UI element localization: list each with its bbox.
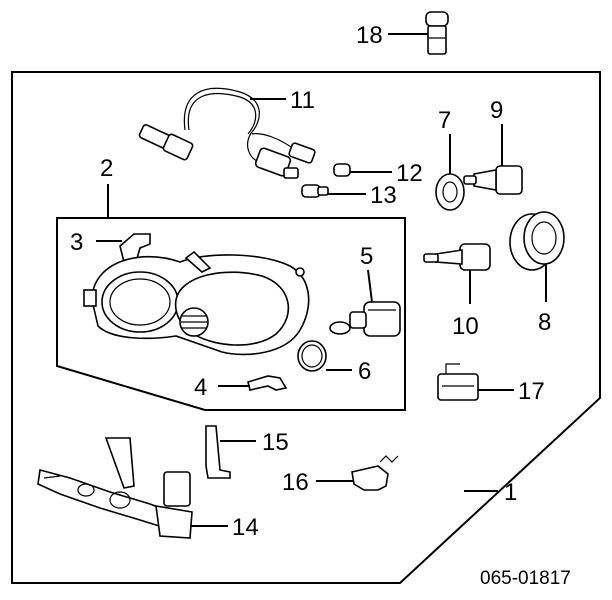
part-8-cover <box>509 211 565 271</box>
callout-17: 17 <box>518 378 545 405</box>
callout-15: 15 <box>262 429 289 456</box>
part-9-bulb <box>463 165 523 195</box>
part-12-bulb <box>333 163 351 177</box>
leader-5 <box>367 269 373 303</box>
assembly-frame <box>11 71 601 584</box>
callout-9: 9 <box>490 97 503 124</box>
callout-6: 6 <box>358 358 371 385</box>
callout-12: 12 <box>396 160 423 187</box>
part-14-actuator <box>37 437 193 539</box>
callout-14: 14 <box>232 514 259 541</box>
part-10-bulb <box>423 243 491 271</box>
headlamp-subframe <box>56 217 406 411</box>
callout-7: 7 <box>438 107 451 134</box>
part-15-bracket <box>205 425 231 479</box>
callout-4: 4 <box>194 374 207 401</box>
part-5-bulb <box>329 301 401 337</box>
callout-2: 2 <box>100 155 113 182</box>
callout-3: 3 <box>70 229 83 256</box>
part-13-bulb <box>301 184 329 198</box>
part-7-socket <box>435 173 465 211</box>
callout-8: 8 <box>538 309 551 336</box>
part-11-harness <box>138 87 316 179</box>
headlamp-housing <box>83 250 310 356</box>
part-4-clip <box>247 375 288 391</box>
part-17-module <box>437 363 479 401</box>
callout-5: 5 <box>360 243 373 270</box>
callout-10: 10 <box>452 313 479 340</box>
part-16-clip <box>351 455 399 491</box>
part-18-bulb <box>425 11 449 55</box>
callout-13: 13 <box>370 182 397 209</box>
diagram-code: 065-01817 <box>480 568 571 589</box>
callout-18: 18 <box>356 22 383 49</box>
callout-11: 11 <box>290 87 315 114</box>
part-6-seal <box>297 340 327 372</box>
callout-16: 16 <box>282 469 309 496</box>
callout-1: 1 <box>504 479 517 506</box>
